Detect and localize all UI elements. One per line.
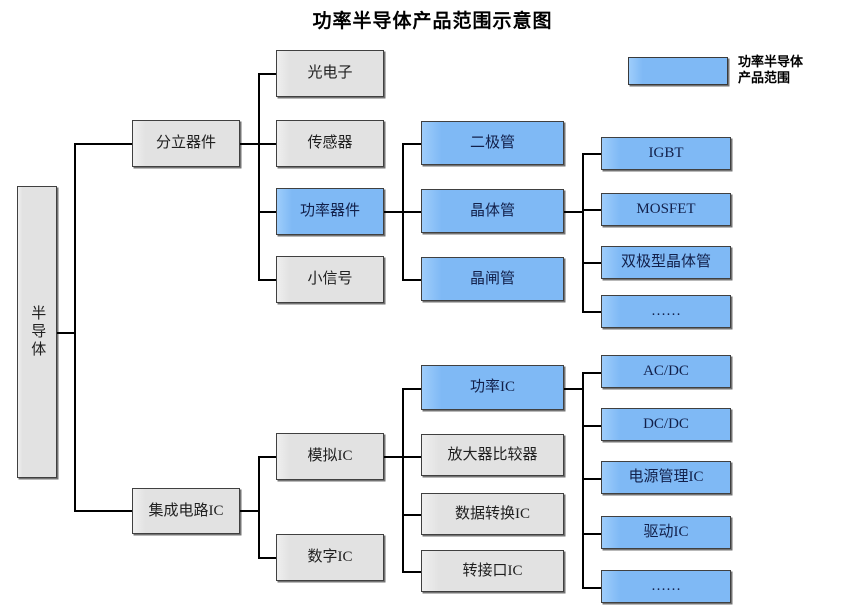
connector bbox=[258, 211, 277, 213]
connector bbox=[402, 279, 422, 281]
legend-label: 功率半导体 产品范围 bbox=[738, 54, 804, 85]
node-thyristor[interactable]: 晶闸管 bbox=[421, 257, 564, 301]
node-mosfet[interactable]: MOSFET bbox=[601, 193, 731, 226]
connector bbox=[258, 557, 277, 559]
connector bbox=[240, 143, 259, 145]
connector bbox=[582, 425, 602, 427]
connector bbox=[258, 456, 260, 558]
node-bipolar-transistor[interactable]: 双极型晶体管 bbox=[601, 246, 731, 279]
page-title: 功率半导体产品范围示意图 bbox=[312, 11, 553, 32]
connector bbox=[258, 73, 277, 75]
node-integrated-circuits[interactable]: 集成电路IC bbox=[132, 488, 240, 534]
connector bbox=[582, 311, 602, 313]
node-data-conversion-ic[interactable]: 数据转换IC bbox=[421, 493, 564, 535]
connector bbox=[402, 143, 422, 145]
node-discrete-devices[interactable]: 分立器件 bbox=[132, 120, 240, 167]
node-transistor-others[interactable]: …… bbox=[601, 295, 731, 328]
connector bbox=[564, 211, 583, 213]
node-diode[interactable]: 二极管 bbox=[421, 121, 564, 165]
node-power-device[interactable]: 功率器件 bbox=[276, 188, 384, 235]
connector bbox=[582, 262, 602, 264]
connector bbox=[402, 388, 422, 390]
connector bbox=[74, 510, 133, 512]
connector bbox=[582, 153, 584, 311]
connector bbox=[582, 372, 602, 374]
connector bbox=[74, 143, 76, 511]
connector bbox=[564, 388, 583, 390]
node-driver-ic[interactable]: 驱动IC bbox=[601, 516, 731, 549]
node-power-management-ic[interactable]: 电源管理IC bbox=[601, 461, 731, 494]
connector bbox=[402, 456, 422, 458]
node-sensor[interactable]: 传感器 bbox=[276, 120, 384, 167]
node-interface-ic[interactable]: 转接口IC bbox=[421, 550, 564, 592]
connector bbox=[74, 143, 133, 145]
node-power-ic[interactable]: 功率IC bbox=[421, 365, 564, 410]
node-transistor[interactable]: 晶体管 bbox=[421, 189, 564, 233]
node-igbt[interactable]: IGBT bbox=[601, 137, 731, 170]
node-power-ic-others[interactable]: …… bbox=[601, 570, 731, 603]
connector bbox=[258, 143, 277, 145]
connector bbox=[402, 571, 422, 573]
node-optoelectronics[interactable]: 光电子 bbox=[276, 50, 384, 97]
node-small-signal[interactable]: 小信号 bbox=[276, 256, 384, 303]
legend-swatch bbox=[628, 57, 728, 85]
connector bbox=[258, 73, 260, 280]
connector bbox=[582, 587, 602, 589]
connector bbox=[384, 211, 403, 213]
connector bbox=[402, 211, 422, 213]
connector bbox=[582, 209, 602, 211]
connector bbox=[240, 510, 259, 512]
node-digital-ic[interactable]: 数字IC bbox=[276, 534, 384, 581]
node-analog-ic[interactable]: 模拟IC bbox=[276, 433, 384, 480]
node-dc-dc[interactable]: DC/DC bbox=[601, 408, 731, 441]
node-ac-dc[interactable]: AC/DC bbox=[601, 355, 731, 388]
connector bbox=[582, 478, 602, 480]
connector bbox=[258, 279, 277, 281]
connector bbox=[402, 388, 404, 572]
connector bbox=[57, 332, 75, 334]
connector bbox=[402, 514, 422, 516]
connector bbox=[582, 533, 602, 535]
node-amplifier-comparator[interactable]: 放大器比较器 bbox=[421, 434, 564, 476]
connector bbox=[582, 153, 602, 155]
node-root-semiconductor[interactable]: 半导体 bbox=[17, 186, 57, 478]
connector bbox=[384, 456, 403, 458]
connector bbox=[258, 456, 277, 458]
